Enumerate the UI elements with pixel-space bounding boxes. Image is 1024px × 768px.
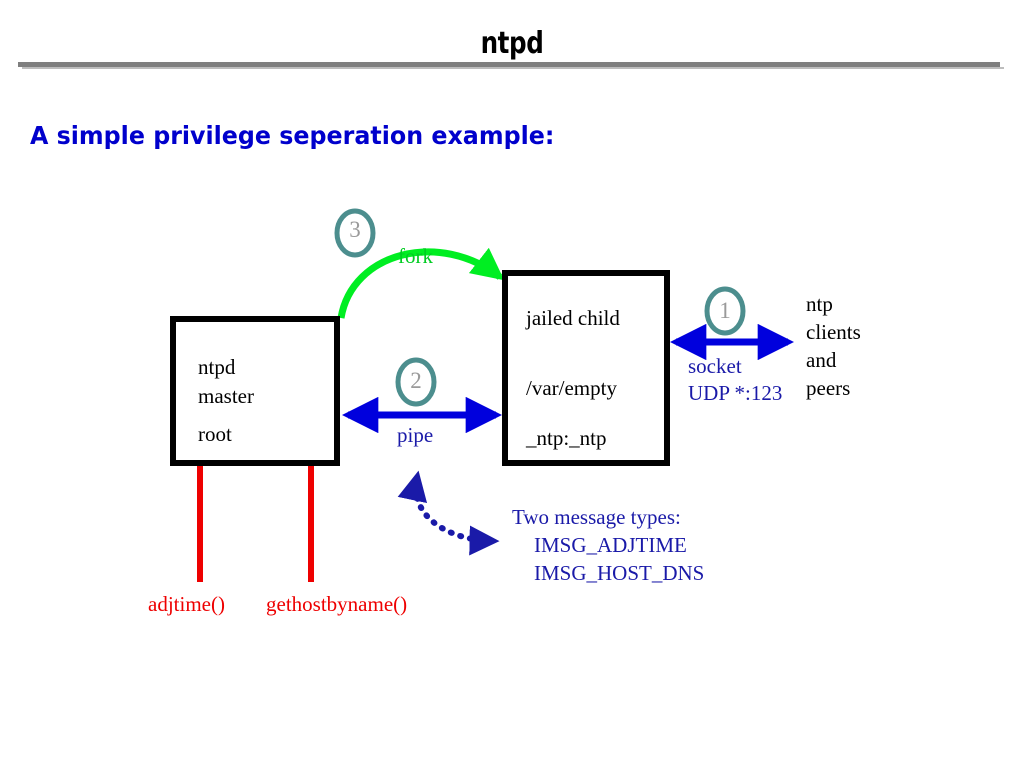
adjtime-label: adjtime() bbox=[148, 592, 225, 616]
fork-label: fork bbox=[398, 244, 433, 268]
child-process-box: jailed child /var/empty _ntp:_ntp bbox=[502, 270, 670, 466]
title-divider-shadow bbox=[22, 67, 1004, 69]
ntp-clients-line-3: and bbox=[806, 348, 837, 372]
socket-label-line-1: socket bbox=[688, 354, 742, 378]
message-types-label: Two message types: IMSG_ADJTIME IMSG_HOS… bbox=[512, 503, 704, 587]
pipe-label: pipe bbox=[397, 423, 434, 447]
step-number-2: 2 bbox=[410, 368, 422, 393]
step-number-3: 3 bbox=[349, 217, 361, 242]
child-box-line-2: /var/empty bbox=[526, 376, 617, 400]
ntp-clients-line-2: clients bbox=[806, 320, 861, 344]
title-divider bbox=[18, 62, 1000, 67]
message-type-2: IMSG_HOST_DNS bbox=[534, 561, 705, 585]
step-number-1: 1 bbox=[719, 298, 731, 323]
master-box-line-3: root bbox=[198, 422, 232, 446]
master-process-box: ntpd master root bbox=[170, 316, 340, 466]
message-types-header: Two message types: bbox=[512, 505, 681, 529]
slide-subtitle: A simple privilege seperation example: bbox=[30, 121, 555, 150]
message-type-1: IMSG_ADJTIME bbox=[534, 533, 687, 557]
ntp-clients-line-4: peers bbox=[806, 376, 851, 400]
gethostbyname-label: gethostbyname() bbox=[266, 592, 408, 616]
socket-label: socket UDP *:123 bbox=[688, 353, 782, 407]
ntp-clients-line-1: ntp bbox=[806, 292, 833, 316]
master-box-line-2: master bbox=[198, 384, 254, 408]
master-box-line-1: ntpd bbox=[198, 355, 236, 379]
message-types-callout-arrow bbox=[397, 470, 500, 556]
page-title: ntpd bbox=[480, 26, 544, 61]
child-box-line-3: _ntp:_ntp bbox=[526, 426, 607, 450]
socket-label-line-2: UDP *:123 bbox=[688, 381, 783, 405]
child-box-line-1: jailed child bbox=[526, 306, 620, 330]
ntp-clients-label: ntp clients and peers bbox=[806, 290, 861, 402]
